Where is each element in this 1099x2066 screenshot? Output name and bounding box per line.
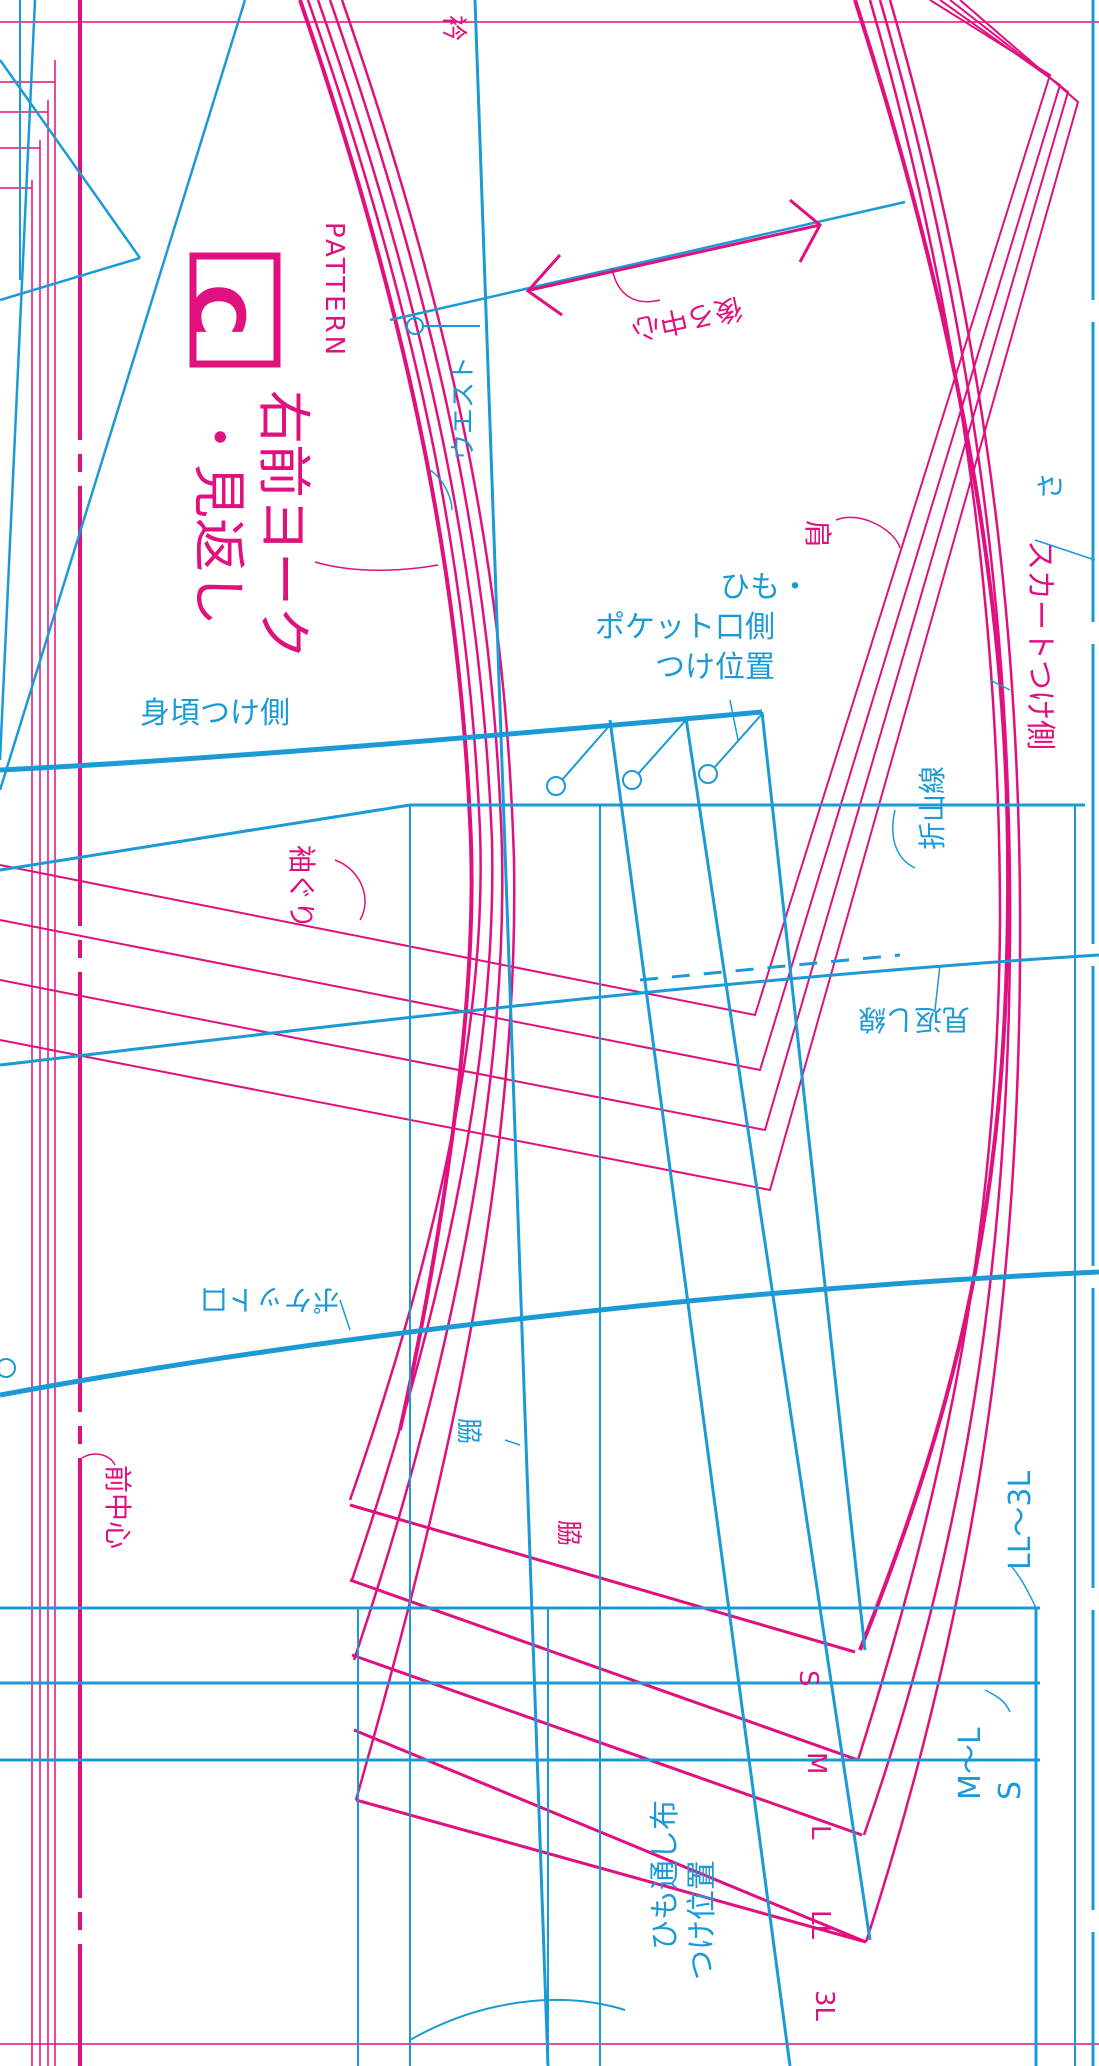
- label-pleat-line: 折山線: [916, 766, 949, 850]
- label-loop-line2: つけ位置: [685, 1860, 720, 1980]
- label-attach-line3: つけ位置: [655, 650, 775, 685]
- label-attach-line1: ひも・: [720, 570, 810, 605]
- pattern-letter: C: [175, 284, 259, 337]
- label-size-m: M: [801, 1752, 831, 1774]
- label-size-s-group: S: [993, 1781, 1028, 1800]
- pattern-heading: PATTERN: [319, 222, 349, 358]
- label-size-ll: LL: [805, 1910, 835, 1939]
- label-center-back: 後ろ中心: [629, 291, 745, 347]
- label-loop-line1: ひも通し布: [648, 1800, 683, 1950]
- pattern-title-line2: ・見返し: [187, 410, 250, 626]
- label-side2: 脇: [553, 1520, 583, 1546]
- hem-lines: [349, 1503, 867, 1944]
- label-pocket-opening: ポケット口: [200, 1283, 340, 1316]
- label-armhole: 袖ぐり: [285, 845, 318, 929]
- label-size-ll-3l: LL〜3L: [1003, 1470, 1038, 1570]
- label-right-partial: さ: [1034, 472, 1067, 500]
- left-fold-lines: [0, 0, 247, 2066]
- yoke-outline-left: [298, 0, 516, 1801]
- label-facing-line: 見返し線: [858, 1003, 970, 1036]
- label-attach-line2: ポケット口側: [595, 610, 775, 645]
- label-size-s: S: [793, 1670, 823, 1687]
- label-size-m-l: M〜L: [953, 1727, 988, 1800]
- label-top-partial: 衿: [438, 15, 468, 41]
- label-front-center: 前中心: [101, 1465, 134, 1549]
- label-size-3l: 3L: [809, 1990, 839, 2022]
- leader-lines: [81, 267, 1096, 1713]
- grainline-arrow: [525, 198, 822, 317]
- pattern-title-line1: 右前ヨーク: [252, 390, 315, 660]
- shoulder-lines: [0, 0, 1080, 1192]
- label-waist: ウエスト: [449, 356, 479, 460]
- label-size-l: L: [805, 1825, 835, 1840]
- label-side1: 脇: [453, 1418, 483, 1444]
- label-bodice-side: 身頃つけ側: [140, 696, 290, 731]
- pattern-letter-box: [189, 252, 281, 368]
- label-shoulder: 肩: [801, 520, 834, 548]
- label-skirt-attach-side: スカートつけ側: [1022, 540, 1057, 750]
